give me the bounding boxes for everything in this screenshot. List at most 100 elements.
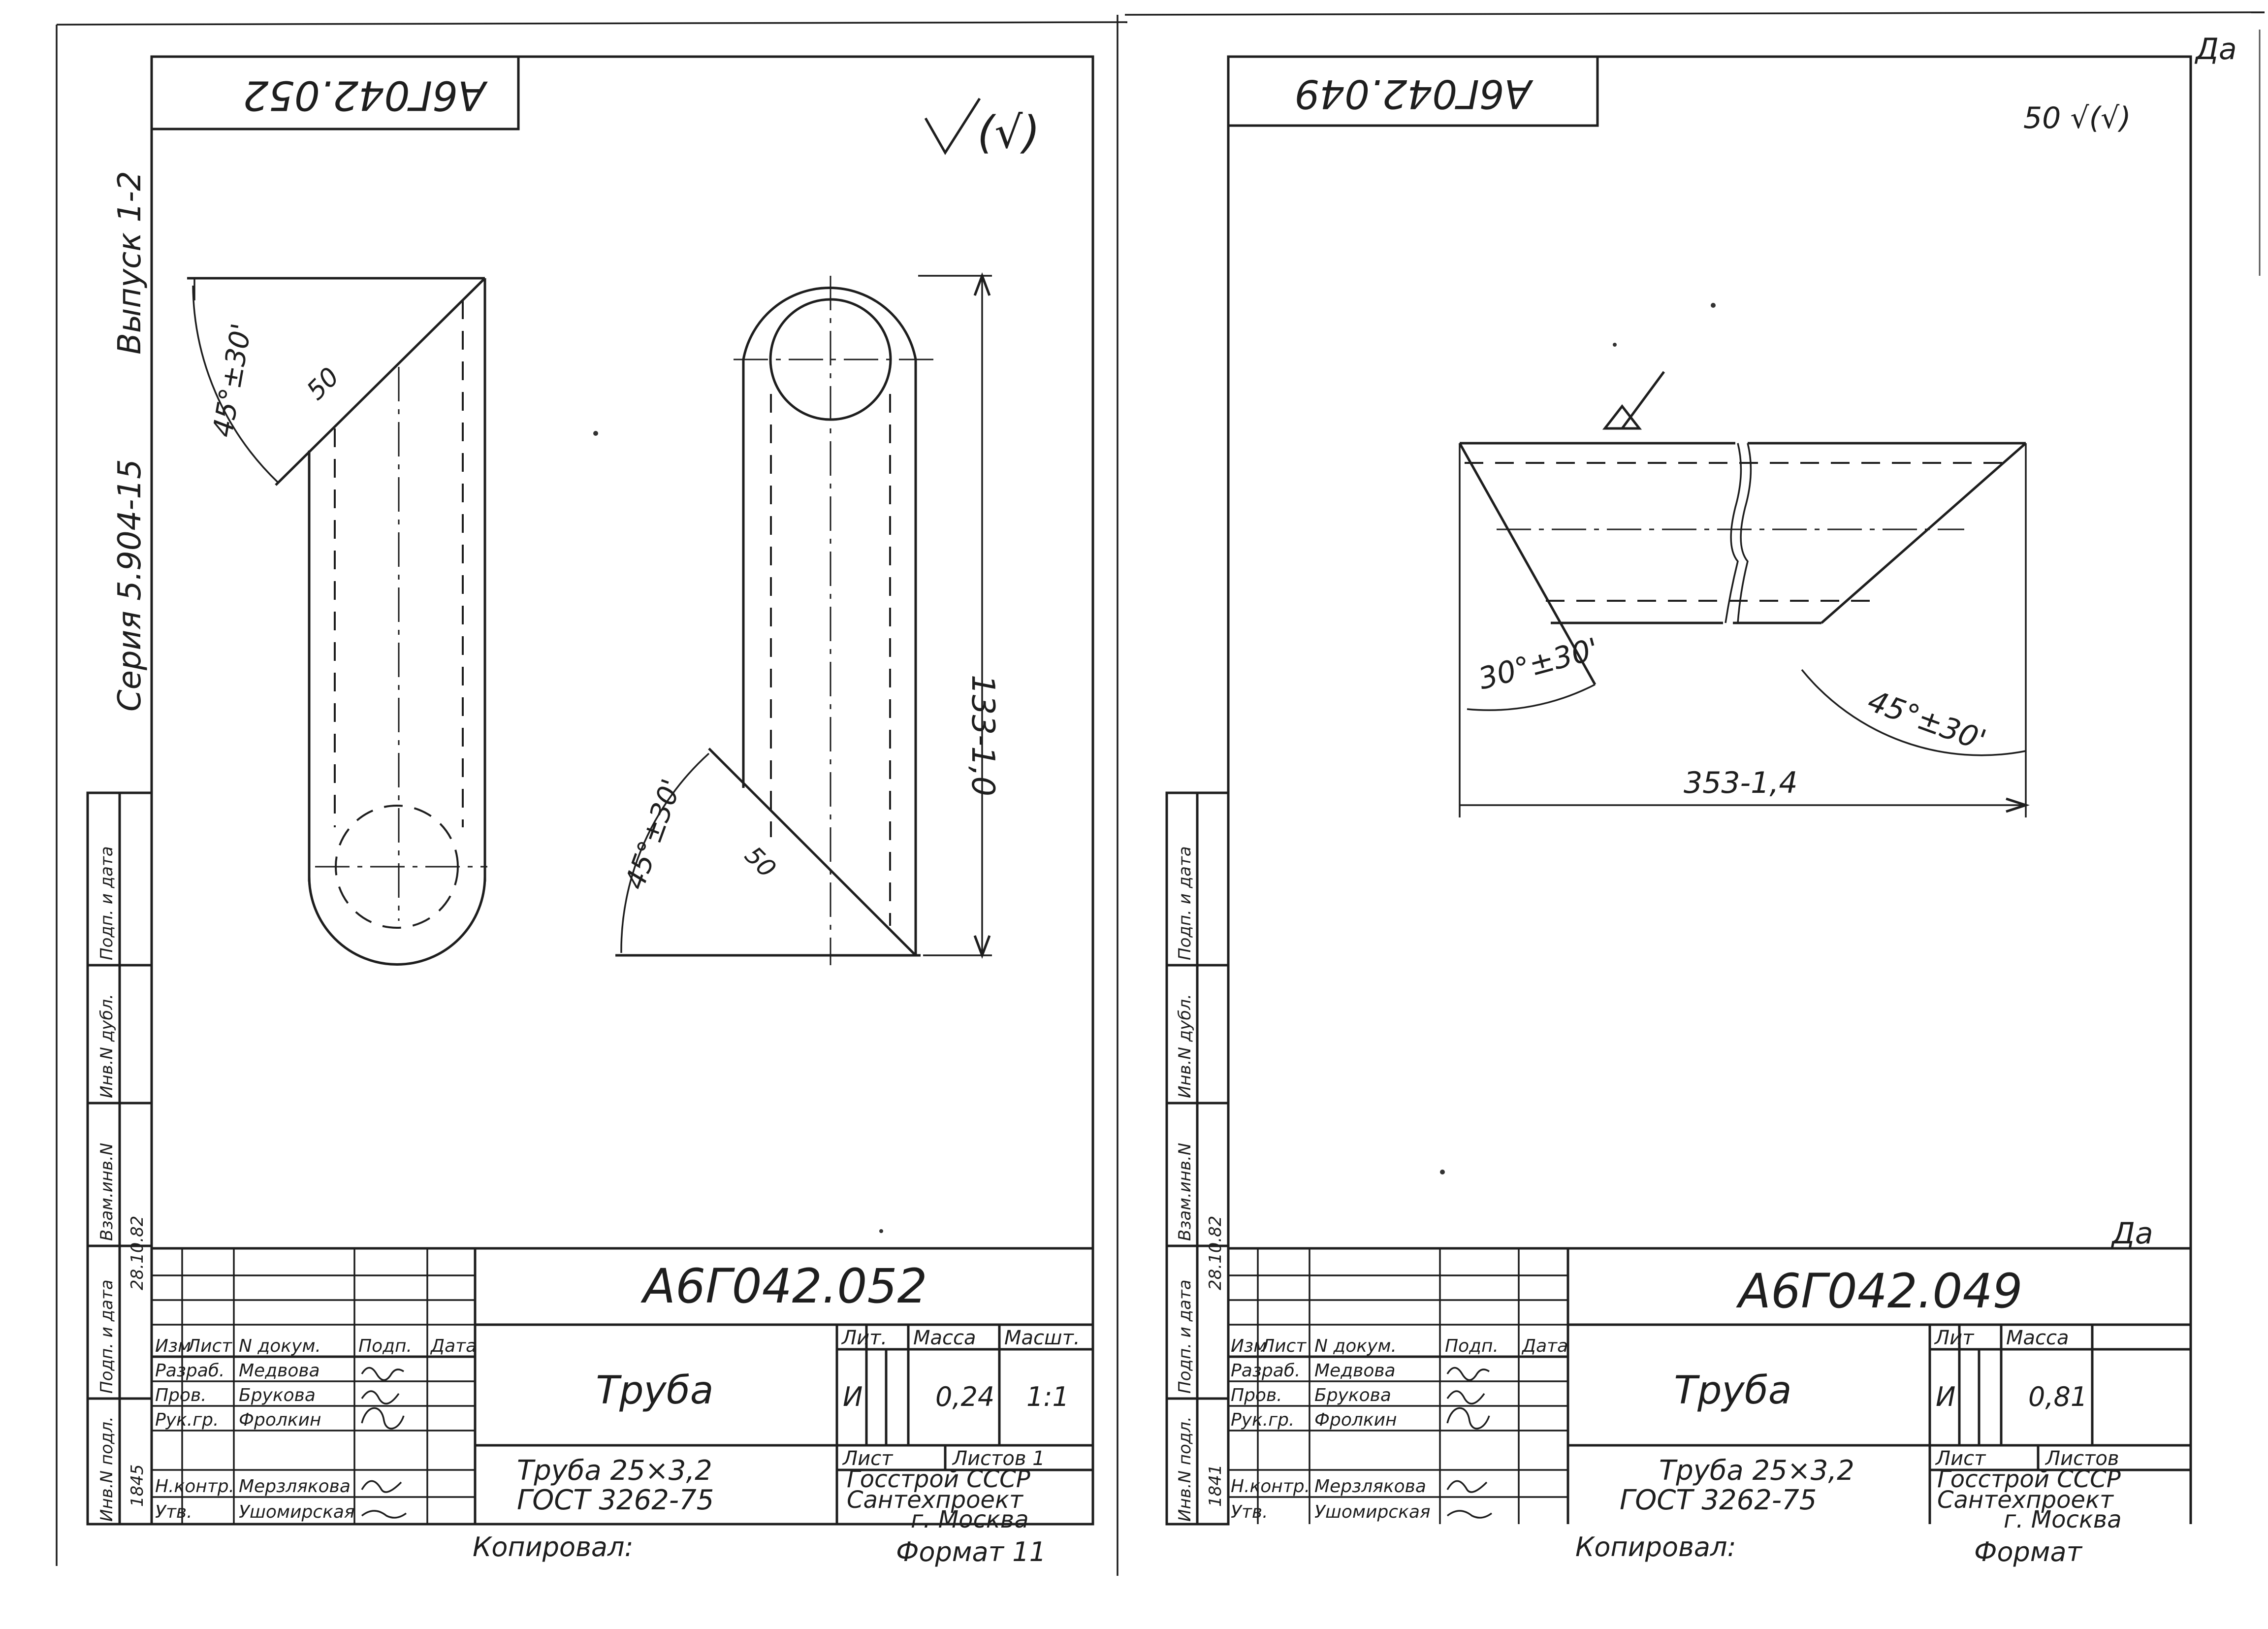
left-sheet: А6Г042.052 (√) Серия 5.904-15 Выпуск 1-2…: [56, 15, 1128, 1576]
left-strip-label-2: Подп. и дата: [97, 1279, 117, 1394]
col-header-izm: Изм: [155, 1336, 191, 1356]
left-side-issue: Выпуск 1-2: [112, 171, 148, 355]
left-hdr-lit: Лит.: [841, 1327, 887, 1349]
col-header-sign: Подп.: [358, 1336, 412, 1356]
left-top-stamp: А6Г042.052: [243, 72, 488, 119]
left-val-mass: 0,24: [935, 1381, 994, 1412]
row-name-1: Медвова: [239, 1361, 320, 1381]
left-drawing-frame: [150, 55, 1094, 1526]
speck-3: [1613, 343, 1617, 347]
left-copied: Копировал:: [473, 1531, 634, 1563]
signature-1: [361, 1367, 404, 1381]
pipe-bevel-right: [1821, 442, 2027, 624]
signature-5: [361, 1510, 407, 1519]
right-cut-roughness: 50: [739, 841, 782, 883]
row-name-3: Фролкин: [239, 1410, 321, 1430]
rcol-header-date: Дата: [1521, 1336, 1568, 1356]
right-corner-mark: Да: [2194, 32, 2237, 66]
left-length-dimension: 133-1,0: [964, 675, 1001, 796]
length-arrow-right: [2006, 797, 2030, 813]
left-sheets-label: Листов 1: [952, 1447, 1045, 1470]
right-top-stamp-box: [1227, 55, 1599, 127]
right-val-lit: И: [1936, 1381, 1955, 1412]
right-org-1: Госстрой СССР: [1937, 1466, 2121, 1493]
right-sheet: А6Г042.049 50 √(√) Да Да 30°±30': [1124, 11, 2265, 1567]
col-header-list: Лист: [186, 1336, 232, 1356]
signature-4: [361, 1480, 402, 1493]
left-strip-label-5: Подп. и дата: [97, 846, 117, 960]
left-strip-label-4: Инв.N дубл.: [97, 994, 117, 1098]
right-strip-date: 28.10.82: [1206, 1216, 1225, 1290]
right-angle-dimension: 45°±30': [619, 775, 688, 894]
left-roughness-mark: (√): [977, 107, 1040, 159]
right-org-3: г. Москва: [2004, 1506, 2122, 1533]
left-sheet-top-edge: [56, 21, 1128, 26]
left-strip-label-3: Взам.инв.N: [97, 1143, 117, 1241]
right-side-strip: Инв.N подл. Подп. и дата Взам.инв.N Инв.…: [1165, 791, 1230, 1526]
right-drawing-frame: [1227, 55, 2192, 1524]
col-header-doc: N докум.: [239, 1336, 321, 1356]
left-hdr-scale: Масшт.: [1004, 1327, 1080, 1349]
rcol-header-list: Лист: [1260, 1336, 1307, 1356]
right-part-name: Труба: [1674, 1368, 1791, 1413]
rrow-role-4: Н.контр.: [1231, 1476, 1310, 1497]
row-role-1: Разраб.: [155, 1361, 224, 1381]
pipe-end-outer-arc: [308, 876, 486, 966]
right-strip-label-5: Подп. и дата: [1175, 846, 1195, 960]
left-material-1: Труба 25×3,2: [517, 1455, 712, 1487]
left-org-2: Сантехпроект: [847, 1486, 1024, 1514]
roughness-flag-triangle: [1602, 404, 1642, 430]
rrow-name-2: Брукова: [1314, 1385, 1391, 1405]
pipe-bevel-cut-2: [708, 748, 917, 956]
rsignature-5: [1446, 1510, 1493, 1519]
left-angle-dimension: 45°±30': [207, 321, 258, 440]
signature-3: [361, 1407, 405, 1430]
left-cut-roughness: 50: [301, 362, 345, 406]
left-val-scale: 1:1: [1026, 1381, 1069, 1412]
left-hdr-mass: Масса: [913, 1327, 976, 1349]
col-header-date: Дата: [430, 1336, 477, 1356]
right-doc-number: А6Г042.049: [1735, 1264, 2022, 1319]
angle-arc-left: [1467, 684, 1596, 711]
roughness-flag-line: [1621, 371, 1665, 429]
speck-4: [1440, 1170, 1445, 1174]
right-strip-label-3: Взам.инв.N: [1175, 1143, 1195, 1241]
left-strip-label-1: Инв.N подл.: [97, 1416, 117, 1522]
right-top-stamp: А6Г042.049: [1294, 71, 1533, 117]
left-material-2: ГОСТ 3262-75: [517, 1484, 714, 1516]
left-roughness-check-icon: [924, 98, 981, 155]
angle-arc: [192, 285, 279, 484]
rrow-name-4: Мерзлякова: [1314, 1476, 1426, 1497]
right-bottom-mark: Да: [2110, 1216, 2153, 1251]
rcol-header-sign: Подп.: [1445, 1336, 1499, 1356]
row-role-3: Рук.гр.: [155, 1410, 219, 1430]
right-format: Формат: [1974, 1536, 2083, 1567]
rsignature-3: [1446, 1407, 1490, 1430]
left-format: Формат 11: [896, 1536, 1046, 1567]
angle-arc-2: [620, 752, 710, 953]
left-signature-grid: Изм Лист N докум. Подп. Дата Разраб. Мед…: [152, 1248, 477, 1524]
rrow-name-5: Ушомирская: [1314, 1502, 1431, 1522]
right-angle-right: 45°±30': [1863, 684, 1990, 758]
long-pipe-view: 30°±30' 45°±30' 353-1,4: [1458, 371, 2030, 817]
row-role-5: Утв.: [155, 1502, 192, 1522]
right-sheet-label: Лист: [1935, 1447, 1986, 1470]
right-angle-left: 30°±30': [1475, 631, 1602, 696]
length-arrow-top: [973, 272, 991, 296]
right-material-2: ГОСТ 3262-75: [1620, 1484, 1817, 1516]
rsignature-4: [1446, 1480, 1488, 1493]
bevel-cut-line: [275, 277, 486, 486]
row-name-4: Мерзлякова: [239, 1476, 351, 1497]
right-signature-grid: Изм Лист N докум. Подп. Дата Разраб. Мед…: [1228, 1248, 1568, 1524]
break-line-a: [1725, 443, 1742, 623]
right-strip-label-2: Подп. и дата: [1175, 1279, 1195, 1394]
right-hdr-lit: Лит: [1934, 1327, 1975, 1349]
right-val-mass: 0,81: [2028, 1381, 2087, 1412]
right-pipe-view: 133-1,0 45°±30' 50: [615, 272, 1001, 965]
row-name-5: Ушомирская: [239, 1502, 355, 1522]
rsignature-1: [1446, 1367, 1490, 1381]
right-title-block: Изм Лист N докум. Подп. Дата Разраб. Мед…: [1228, 1247, 2191, 1567]
rrow-role-2: Пров.: [1231, 1385, 1282, 1405]
rrow-role-3: Рук.гр.: [1231, 1410, 1294, 1430]
